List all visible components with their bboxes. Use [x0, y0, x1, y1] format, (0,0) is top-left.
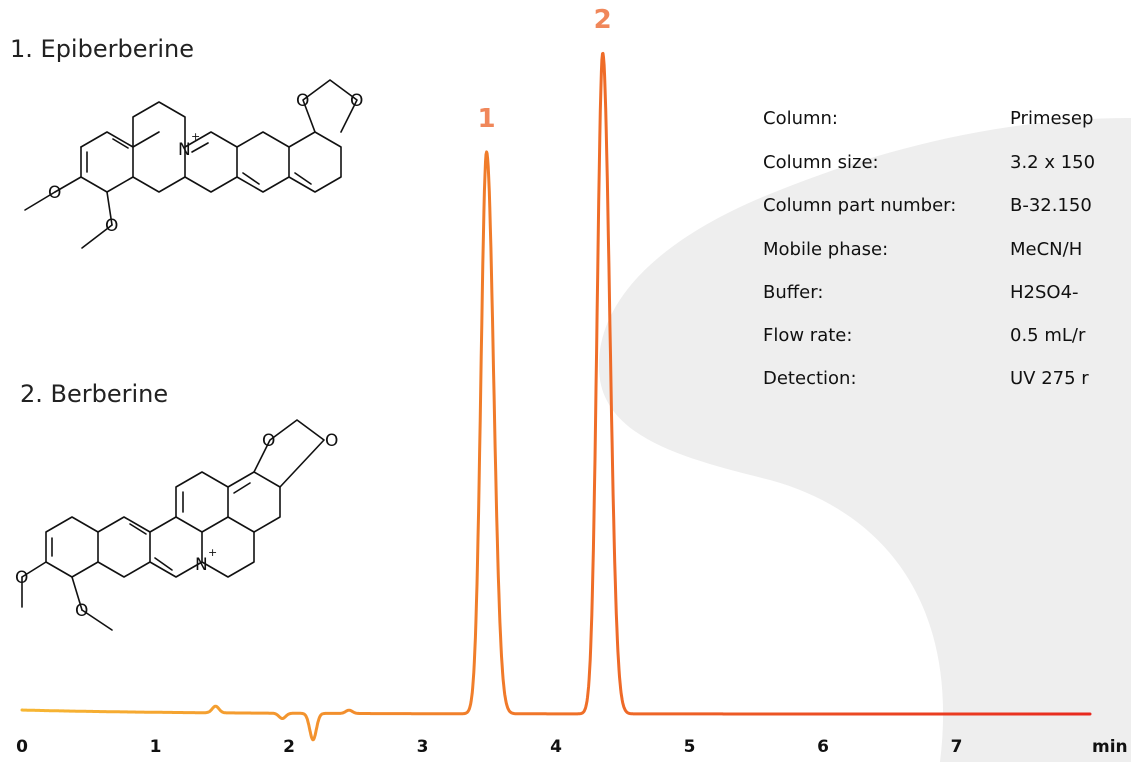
background-shape — [598, 118, 1131, 762]
param-label-detection: Detection: — [763, 368, 857, 389]
param-value-part-number: B-32.150 — [1010, 195, 1092, 216]
svg-text:O: O — [105, 216, 118, 236]
param-value-column-size: 3.2 x 150 — [1010, 152, 1095, 173]
param-label-mobile-phase: Mobile phase: — [763, 239, 888, 260]
svg-text:O: O — [262, 431, 275, 451]
x-tick-label: 0 — [16, 737, 28, 757]
x-tick-label: 3 — [417, 737, 429, 757]
peak-labels: 12 — [478, 5, 612, 134]
param-label-flow-rate: Flow rate: — [763, 325, 852, 346]
svg-text:O: O — [325, 431, 338, 451]
epiberberine-structure: N + O O O O — [24, 79, 363, 249]
peak-label-2: 2 — [594, 5, 612, 35]
svg-text:O: O — [75, 601, 88, 621]
parameter-table: Column: Primesep Column size: 3.2 x 150 … — [763, 108, 1095, 389]
svg-text:+: + — [208, 546, 217, 559]
x-tick-label: 6 — [817, 737, 829, 757]
param-label-column-size: Column size: — [763, 152, 879, 173]
svg-text:O: O — [296, 91, 309, 111]
svg-text:+: + — [191, 130, 200, 143]
param-value-mobile-phase: MeCN/H — [1010, 239, 1082, 260]
param-value-flow-rate: 0.5 mL/r — [1010, 325, 1086, 346]
compound-label-2: 2. Berberine — [20, 380, 168, 408]
param-label-part-number: Column part number: — [763, 195, 956, 216]
x-tick-label: 4 — [550, 737, 562, 757]
x-tick-label: 2 — [283, 737, 295, 757]
x-tick-label: 5 — [684, 737, 696, 757]
param-value-detection: UV 275 r — [1010, 368, 1089, 389]
svg-text:O: O — [15, 568, 28, 588]
param-label-buffer: Buffer: — [763, 282, 823, 303]
param-value-buffer: H2SO4- — [1010, 282, 1079, 303]
x-axis-unit-label: min — [1092, 737, 1128, 757]
svg-text:N: N — [195, 555, 208, 575]
param-label-column: Column: — [763, 108, 838, 129]
svg-text:N: N — [178, 140, 191, 160]
param-value-column: Primesep — [1010, 108, 1093, 129]
svg-text:O: O — [350, 91, 363, 111]
berberine-structure: N + O O O O — [15, 419, 338, 631]
x-axis-ticks: 0 1 2 3 4 5 6 7 — [16, 737, 962, 757]
peak-label-1: 1 — [478, 104, 496, 134]
x-tick-label: 7 — [951, 737, 963, 757]
compound-label-1: 1. Epiberberine — [10, 35, 194, 63]
chromatogram-trace — [20, 51, 1092, 742]
svg-text:O: O — [48, 183, 61, 203]
x-tick-label: 1 — [150, 737, 162, 757]
